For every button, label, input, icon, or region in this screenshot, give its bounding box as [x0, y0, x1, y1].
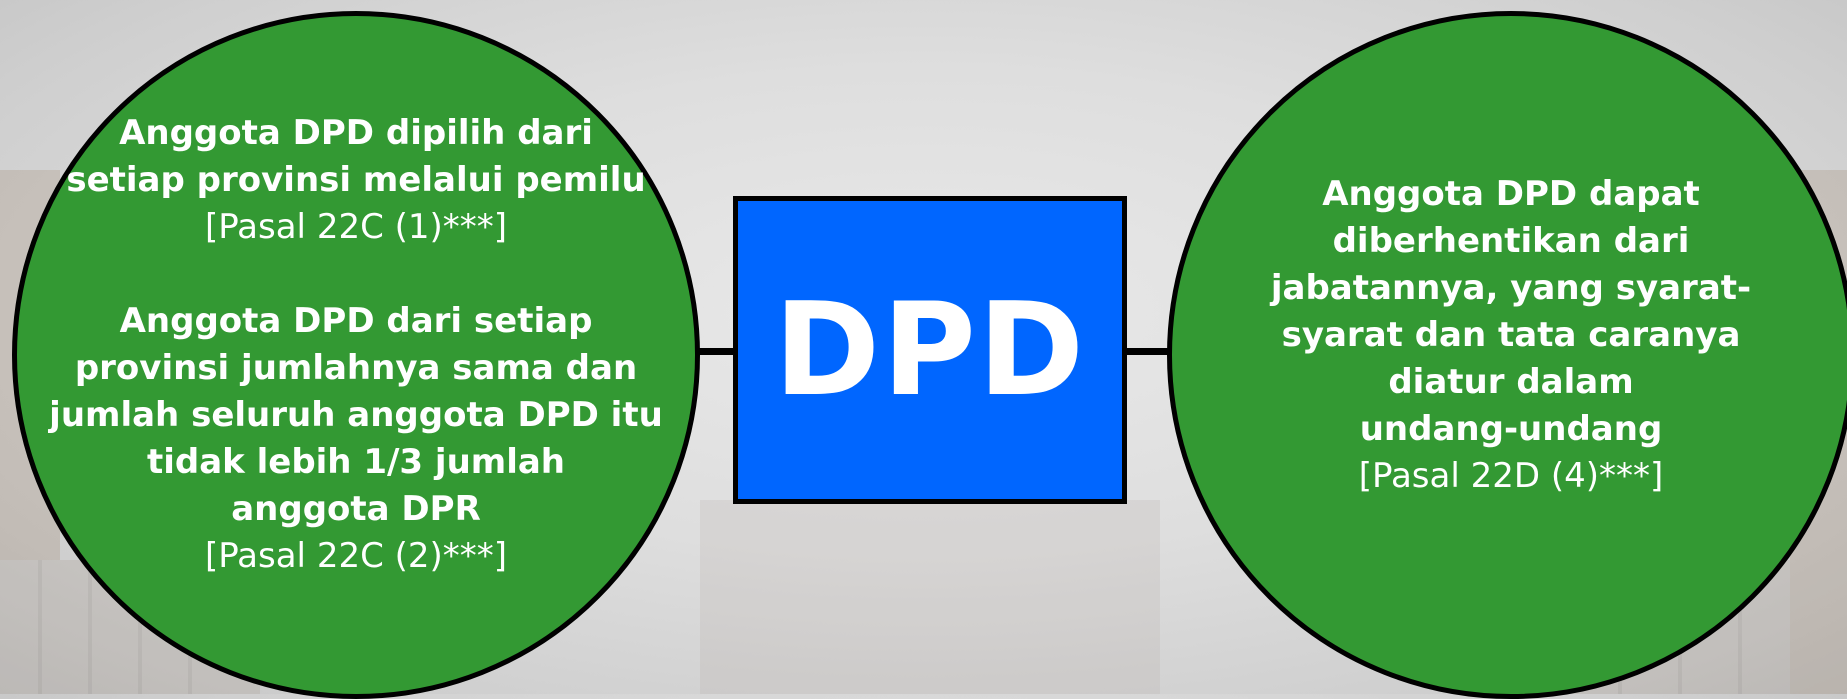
- left-block1-line: setiap provinsi melalui pemilu: [66, 160, 646, 200]
- right-line: diatur dalam: [1388, 361, 1634, 402]
- left-block1-line: Anggota DPD dipilih dari: [119, 113, 593, 153]
- left-block-election: Anggota DPD dipilih dari setiap provinsi…: [46, 110, 666, 251]
- right-line: syarat dan tata caranya: [1281, 314, 1741, 355]
- right-line: undang-undang: [1359, 408, 1663, 449]
- left-block1-ref: [Pasal 22C (1)***]: [204, 207, 508, 247]
- right-ref: [Pasal 22D (4)***]: [1358, 455, 1664, 496]
- left-block2-line: provinsi jumlahnya sama dan: [74, 348, 638, 388]
- center-dpd-box: DPD: [733, 196, 1127, 504]
- left-circle-text: Anggota DPD dipilih dari setiap provinsi…: [46, 110, 666, 580]
- right-line: diberhentikan dari: [1332, 220, 1690, 261]
- center-dpd-label: DPD: [773, 275, 1087, 425]
- left-block2-ref: [Pasal 22C (2)***]: [204, 536, 508, 576]
- left-block-membership: Anggota DPD dari setiap provinsi jumlahn…: [46, 298, 666, 580]
- right-connector-line: [1120, 348, 1172, 355]
- left-block2-line: jumlah seluruh anggota DPD itu: [49, 395, 663, 435]
- left-block2-line: tidak lebih 1/3 jumlah: [146, 442, 566, 482]
- right-circle-text: Anggota DPD dapat diberhentikan dari jab…: [1251, 171, 1771, 500]
- left-block2-line: Anggota DPD dari setiap: [119, 301, 593, 341]
- left-connector-line: [690, 348, 738, 355]
- left-block2-line: anggota DPR: [231, 489, 481, 529]
- right-circle: Anggota DPD dapat diberhentikan dari jab…: [1167, 11, 1847, 699]
- left-circle: Anggota DPD dipilih dari setiap provinsi…: [12, 11, 700, 699]
- right-line: Anggota DPD dapat: [1322, 173, 1700, 214]
- right-line: jabatannya, yang syarat-: [1270, 267, 1752, 308]
